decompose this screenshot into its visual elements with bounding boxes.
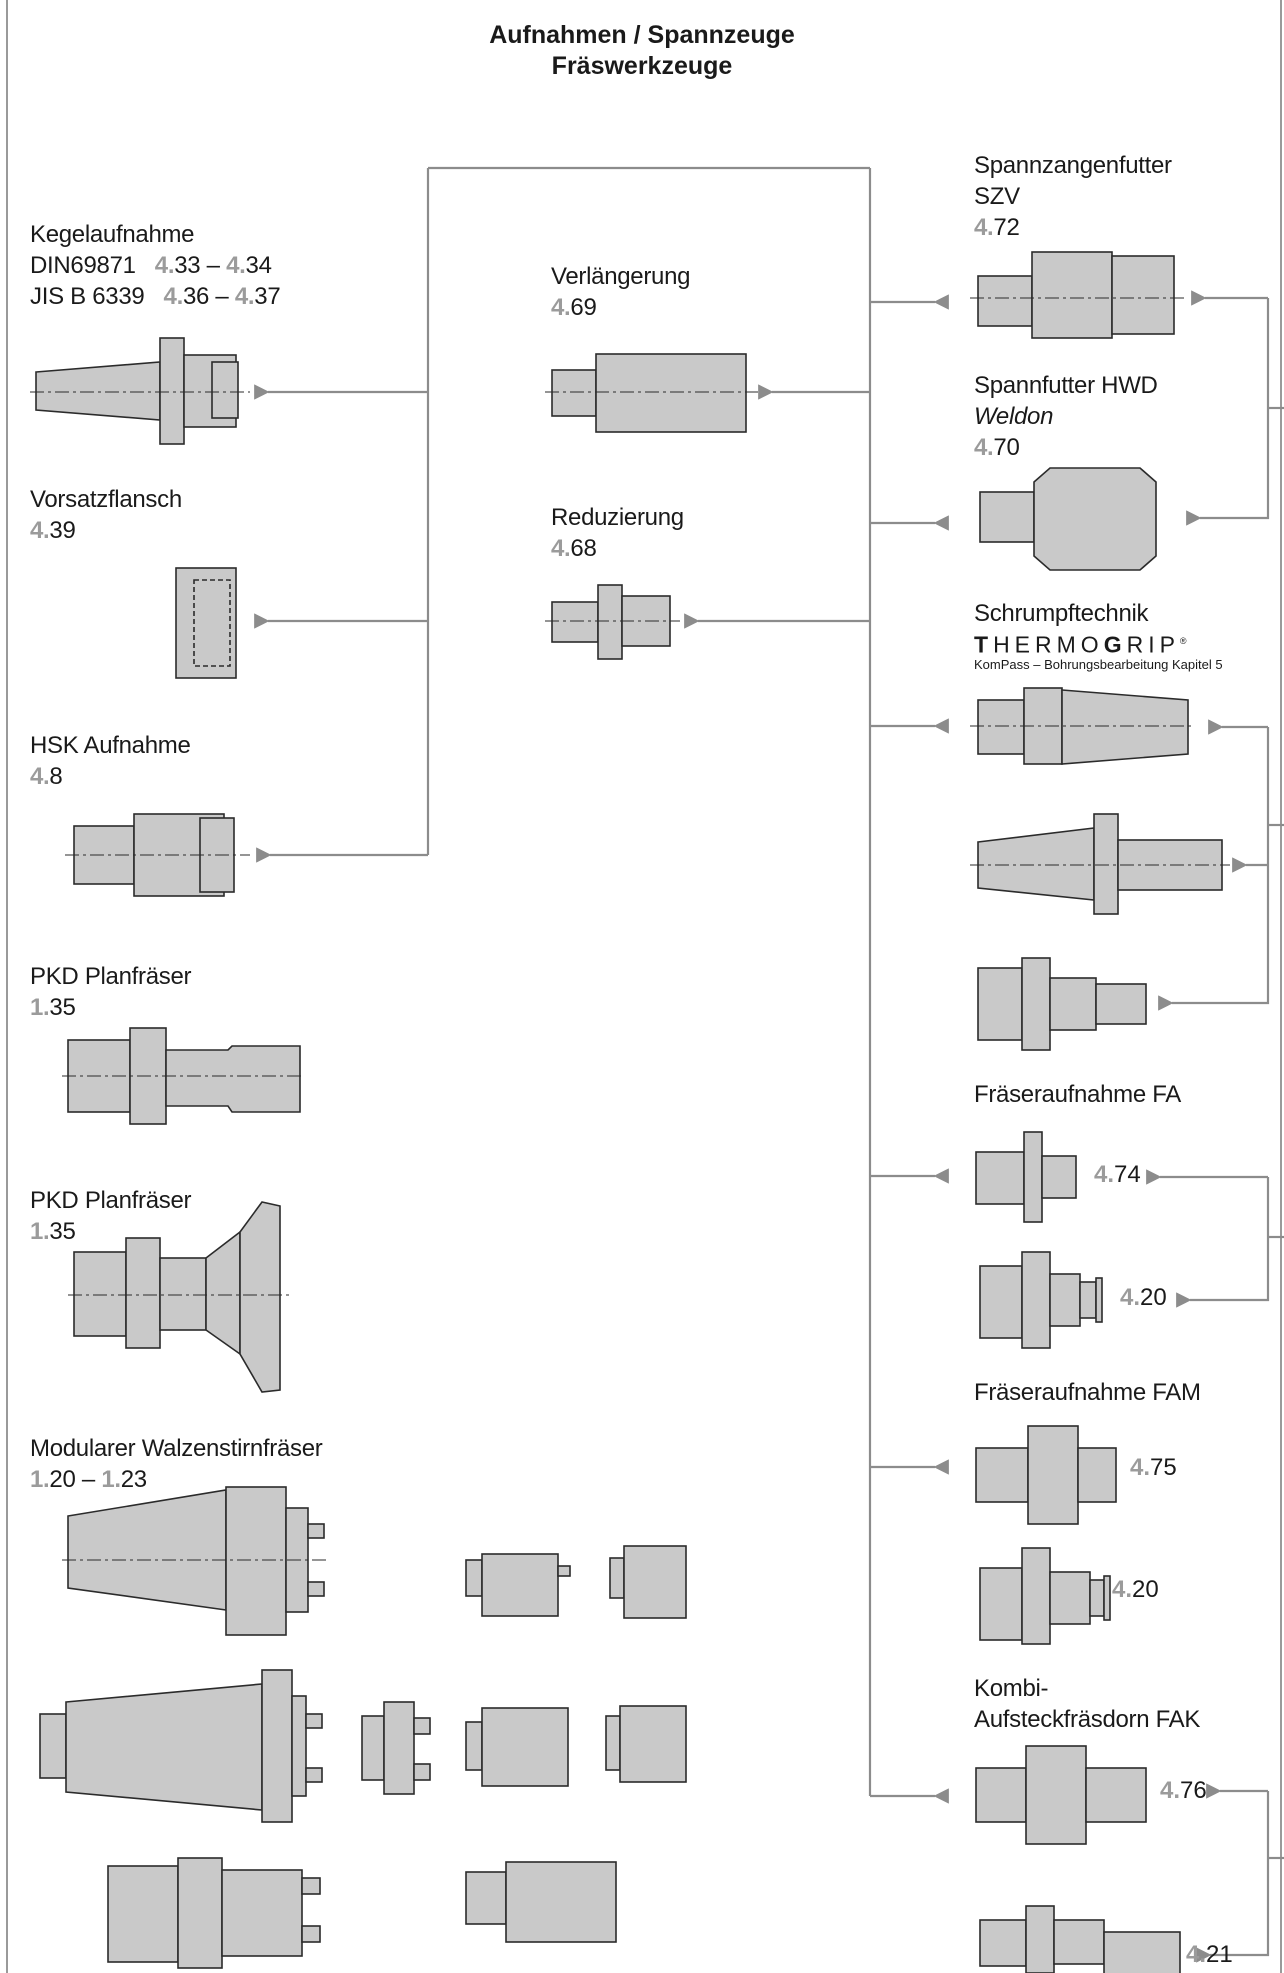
label-pkd-planfraeser-1: PKD Planfräser 1.35: [30, 961, 191, 1023]
thermogrip-logo: THERMOGRIP®: [974, 629, 1223, 657]
label-fraeseraufnahme-fa: Fräseraufnahme FA: [974, 1079, 1181, 1110]
hsk-holder-illustration: [65, 814, 250, 896]
reduzierung-ref: 4.68: [551, 533, 684, 564]
modular-holder-3-illustration: [108, 1858, 320, 1968]
hsk-name: HSK Aufnahme: [30, 730, 191, 761]
hwd-sub: Weldon: [974, 401, 1158, 432]
shrink-chuck-1-illustration: [970, 688, 1195, 764]
modular-cutter-b-illustration: [466, 1706, 686, 1786]
reduzierung-name: Reduzierung: [551, 502, 684, 533]
label-reduzierung: Reduzierung 4.68: [551, 502, 684, 564]
label-spannfutter-hwd: Spannfutter HWD Weldon 4.70: [974, 370, 1158, 463]
chuck-hwd-illustration: [980, 468, 1156, 570]
pkd2-ref: 1.35: [30, 1216, 191, 1247]
fak-name-2: Aufsteckfräsdorn FAK: [974, 1704, 1200, 1735]
schrumpf-name: Schrumpftechnik: [974, 598, 1223, 629]
page-title: Aufnahmen / Spannzeuge Fräswerkzeuge: [0, 20, 1284, 82]
fak-name-1: Kombi-: [974, 1673, 1200, 1704]
kegel-name: Kegelaufnahme: [30, 219, 280, 250]
label-hsk-aufnahme: HSK Aufnahme 4.8: [30, 730, 191, 792]
fa-ref-1: 4.74: [1094, 1161, 1141, 1189]
hwd-ref: 4.70: [974, 432, 1158, 463]
label-verlaengerung: Verlängerung 4.69: [551, 261, 690, 323]
adapter-flange-illustration: [176, 568, 236, 678]
modular-adapter-illustration: [362, 1702, 430, 1794]
label-fraeseraufnahme-fam: Fräseraufnahme FAM: [974, 1377, 1201, 1408]
steep-taper-holder-illustration: [30, 338, 250, 444]
label-pkd-planfraeser-2: PKD Planfräser 1.35: [30, 1185, 191, 1247]
title-line-2: Fräswerkzeuge: [0, 51, 1284, 82]
fam-name: Fräseraufnahme FAM: [974, 1377, 1201, 1408]
title-line-1: Aufnahmen / Spannzeuge: [0, 20, 1284, 51]
milling-arbor-fam-sk-illustration: [976, 1426, 1116, 1524]
schrumpf-note: KomPass – Bohrungsbearbeitung Kapitel 5: [974, 657, 1223, 673]
label-kombi-aufsteckfraesdorn: Kombi- Aufsteckfräsdorn FAK: [974, 1673, 1200, 1735]
hwd-name: Spannfutter HWD: [974, 370, 1158, 401]
extension-illustration: [545, 354, 758, 432]
fam-ref-1: 4.75: [1130, 1454, 1177, 1482]
vorsatz-name: Vorsatzflansch: [30, 484, 182, 515]
combi-arbor-fak-sk-illustration: [976, 1746, 1146, 1844]
pkd1-name: PKD Planfräser: [30, 961, 191, 992]
pkd1-ref: 1.35: [30, 992, 191, 1023]
modular-cutter-c-illustration: [466, 1862, 616, 1942]
modular-cutter-a-illustration: [466, 1546, 686, 1618]
szv-name: Spannzangenfutter: [974, 150, 1172, 181]
modular-name: Modularer Walzenstirnfräser: [30, 1433, 322, 1464]
fak-ref-2: 4.21: [1186, 1941, 1233, 1969]
label-vorsatzflansch: Vorsatzflansch 4.39: [30, 484, 182, 546]
shrink-chuck-2-illustration: [970, 814, 1230, 914]
szv-sub: SZV: [974, 181, 1172, 212]
verlaengerung-ref: 4.69: [551, 292, 690, 323]
combi-arbor-fak-hsk-illustration: [980, 1906, 1180, 1973]
modular-ref: 1.20 – 1.23: [30, 1464, 322, 1495]
vorsatz-ref: 4.39: [30, 515, 182, 546]
shrink-chuck-3-illustration: [978, 958, 1146, 1050]
milling-arbor-fam-hsk-illustration: [980, 1548, 1110, 1644]
kegel-din-line: DIN69871 4.33 – 4.34: [30, 250, 280, 281]
kegel-jis-line: JIS B 6339 4.36 – 4.37: [30, 281, 280, 312]
label-schrumpftechnik: Schrumpftechnik THERMOGRIP® KomPass – Bo…: [974, 598, 1223, 673]
modular-holder-hsk-illustration: [40, 1670, 322, 1822]
fam-ref-2: 4.20: [1112, 1576, 1159, 1604]
modular-holder-sk-illustration: [62, 1487, 330, 1635]
pcd-face-mill-1-illustration: [62, 1028, 305, 1124]
fa-ref-2: 4.20: [1120, 1284, 1167, 1312]
milling-arbor-fa-hsk-illustration: [980, 1252, 1102, 1348]
collet-chuck-szv-illustration: [970, 252, 1185, 338]
label-modularer-walzenstirnfraeser: Modularer Walzenstirnfräser 1.20 – 1.23: [30, 1433, 322, 1495]
fak-ref-1: 4.76: [1160, 1777, 1207, 1805]
label-kegelaufnahme: Kegelaufnahme DIN69871 4.33 – 4.34 JIS B…: [30, 219, 280, 312]
pkd2-name: PKD Planfräser: [30, 1185, 191, 1216]
verlaengerung-name: Verlängerung: [551, 261, 690, 292]
szv-ref: 4.72: [974, 212, 1172, 243]
label-spannzangenfutter: Spannzangenfutter SZV 4.72: [974, 150, 1172, 243]
fa-name: Fräseraufnahme FA: [974, 1079, 1181, 1110]
reducer-illustration: [545, 585, 680, 659]
milling-arbor-fa-sk-illustration: [976, 1132, 1076, 1222]
hsk-ref: 4.8: [30, 761, 191, 792]
